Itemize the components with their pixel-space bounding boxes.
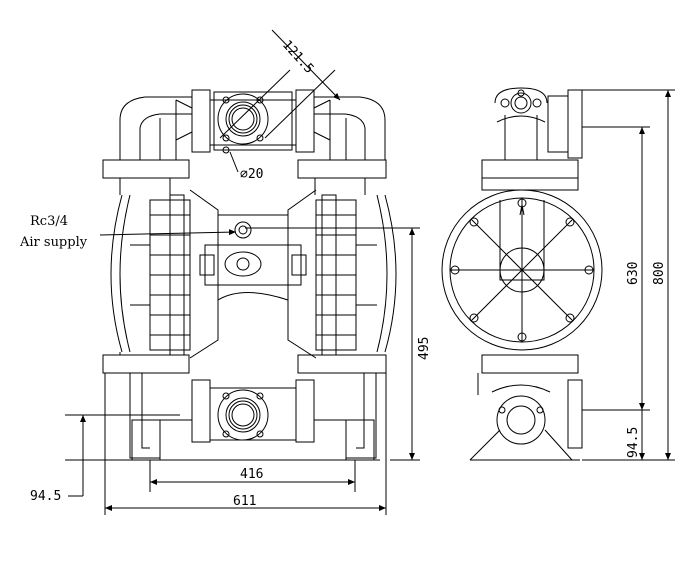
outlet-port-flange [217, 93, 269, 154]
left-diaphragm-chamber [110, 189, 219, 359]
air-height-dim-text: 495 [417, 337, 432, 360]
side-inlet-flange [469, 373, 583, 461]
side-outlet-flange [494, 87, 583, 161]
inlet-height-left-dim-text: 94.5 [30, 489, 61, 504]
discharge-manifold [119, 89, 386, 160]
overall-height-dim-text: 800 [652, 262, 667, 285]
dimension-lines [65, 29, 675, 515]
inlet-port-flange [217, 389, 269, 441]
flange-diagonal-dim-line [271, 29, 341, 101]
air-inlet-thread-label: Rc3/4 [30, 214, 68, 229]
inlet-height-right-dim-text: 94.5 [626, 427, 641, 458]
air-valve-body [199, 214, 307, 301]
suction-manifold [129, 373, 377, 461]
air-inlet-name-label: Air supply [19, 235, 88, 250]
port-span-dim-text: 416 [240, 467, 263, 482]
flange-diagonal-dim-text: 121.5 [279, 38, 316, 77]
front-view [102, 89, 397, 461]
side-view [441, 87, 603, 461]
side-diaphragm-chamber [441, 189, 603, 351]
overall-width-dim-text: 611 [233, 494, 256, 509]
outlet-height-dim-text: 630 [626, 262, 641, 285]
port-diameter-label: ⌀20 [240, 167, 263, 182]
right-diaphragm-chamber [287, 189, 397, 359]
